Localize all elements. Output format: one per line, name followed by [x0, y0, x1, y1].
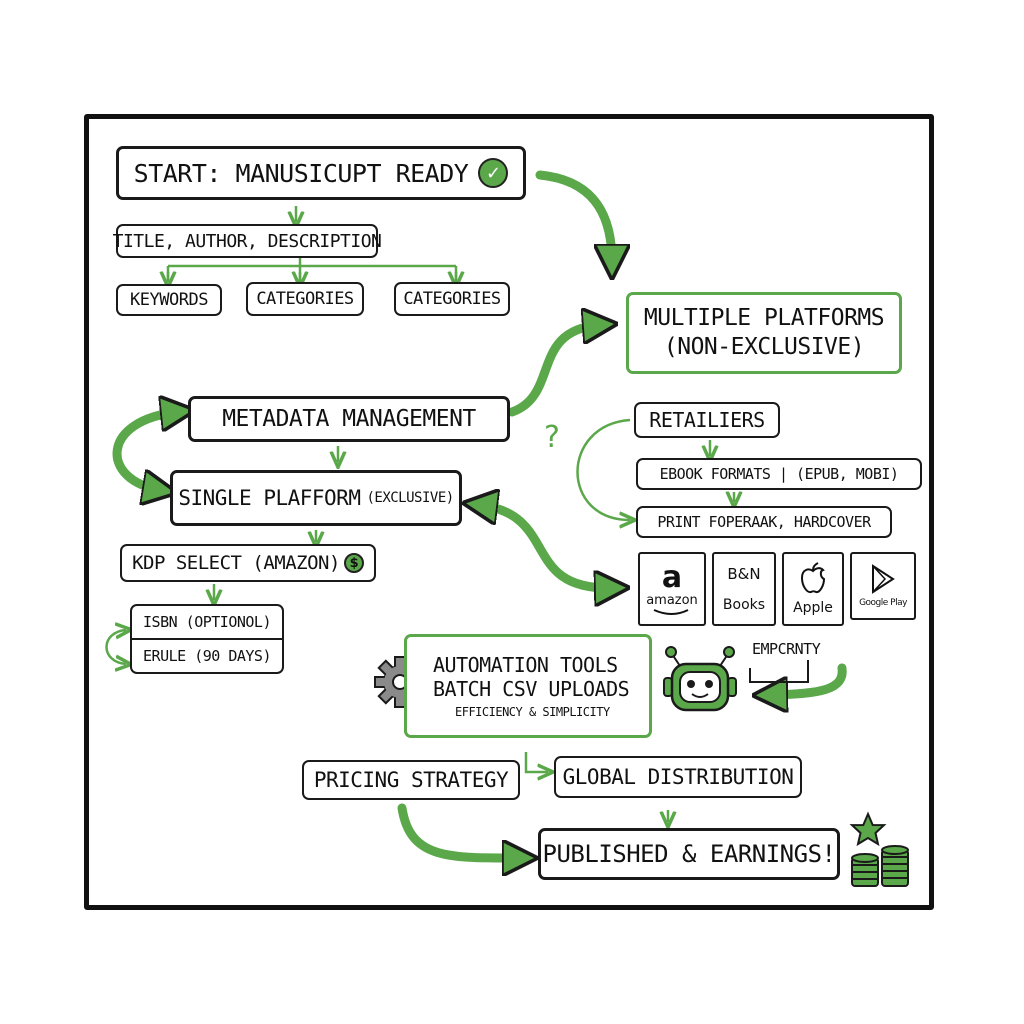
metadata-label: METADATA MANAGEMENT [222, 406, 476, 432]
automation-node: AUTOMATION TOOLS BATCH CSV UPLOADS EFFIC… [404, 634, 652, 738]
amazon-smile-icon [653, 608, 689, 615]
categories-node-1: CATEGORIES [246, 282, 364, 316]
multiple-platforms-line2: (NON-EXCLUSIVE) [663, 334, 865, 360]
amazon-label: amazon [646, 592, 698, 608]
metadata-node: METADATA MANAGEMENT [188, 396, 510, 442]
multiple-platforms-line1: MULTIPLE PLATFORMS [643, 305, 885, 332]
keywords-node: KEYWORDS [116, 284, 222, 316]
single-platform-sub: (EXCLUSIVE) [366, 490, 454, 506]
categories-node-2: CATEGORIES [394, 282, 510, 316]
google-play-logo: Google Play [850, 552, 916, 620]
print-label: PRINT FOPERAAK, HARDCOVER [657, 513, 871, 531]
title-author-node: TITLE, AUTHOR, DESCRIPTION [113, 224, 382, 258]
single-platform-label: SINGLE PLAFFORM [178, 486, 361, 510]
global-node: GLOBAL DISTRIBUTION [554, 756, 802, 798]
isbn-label: ISBN (OPTIONOL) [132, 606, 282, 640]
published-node: PUBLISHED & EARNINGS! [538, 828, 840, 880]
title-author-label: TITLE, AUTHOR, DESCRIPTION [112, 230, 382, 252]
question-mark: ? [544, 420, 560, 455]
diagram-frame [84, 114, 934, 910]
google-play-label: Google Play [859, 598, 907, 608]
ebook-formats-label: EBOOK FORMATS | (EPUB, MOBI) [659, 465, 899, 483]
print-node: PRINT FOPERAAK, HARDCOVER [636, 506, 892, 538]
categories-label-2: CATEGORIES [403, 289, 501, 309]
apple-logo: Apple [782, 552, 844, 626]
kdp-select-node: KDP SELECT (AMAZON) $ [120, 544, 376, 582]
global-label: GLOBAL DISTRIBUTION [562, 765, 794, 789]
amazon-glyph: a [661, 559, 683, 595]
apple-icon [800, 562, 826, 594]
automation-line3: EFFICIENCY & SIMPLICITY [455, 705, 610, 719]
kdp-select-label: KDP SELECT (AMAZON) [132, 552, 340, 574]
categories-label-1: CATEGORIES [256, 289, 354, 309]
dollar-icon: $ [343, 553, 364, 573]
amazon-logo: a amazon [638, 552, 706, 626]
automation-line2: BATCH CSV UPLOADS [433, 677, 630, 701]
retailers-node: RETAILIERS [634, 402, 780, 438]
apple-label: Apple [793, 600, 833, 616]
bn-glyph: B&N [727, 565, 761, 583]
bn-label: Books [722, 597, 766, 613]
automation-line1: AUTOMATION TOOLS [433, 653, 618, 677]
empcrnty-label: EMPCRNTY [752, 640, 821, 658]
isbn-erule-node: ISBN (OPTIONOL) ERULE (90 DAYS) [130, 604, 284, 674]
start-label: START: MANUSICUPT READY [133, 158, 469, 188]
pricing-label: PRICING STRATEGY [313, 768, 509, 792]
single-platform-node: SINGLE PLAFFORM (EXCLUSIVE) [170, 470, 462, 526]
barnes-noble-logo: B&N Books [712, 552, 776, 626]
multiple-platforms-node: MULTIPLE PLATFORMS (NON-EXCLUSIVE) [626, 292, 902, 374]
start-node: START: MANUSICUPT READY ✓ [116, 146, 526, 200]
published-label: PUBLISHED & EARNINGS! [542, 840, 836, 868]
google-play-icon [872, 564, 895, 594]
keywords-label: KEYWORDS [130, 290, 208, 310]
ebook-formats-node: EBOOK FORMATS | (EPUB, MOBI) [636, 458, 922, 490]
pricing-node: PRICING STRATEGY [302, 760, 520, 800]
checkmark-icon: ✓ [478, 158, 509, 188]
retailers-label: RETAILIERS [649, 408, 765, 432]
erule-label: ERULE (90 DAYS) [143, 647, 271, 665]
